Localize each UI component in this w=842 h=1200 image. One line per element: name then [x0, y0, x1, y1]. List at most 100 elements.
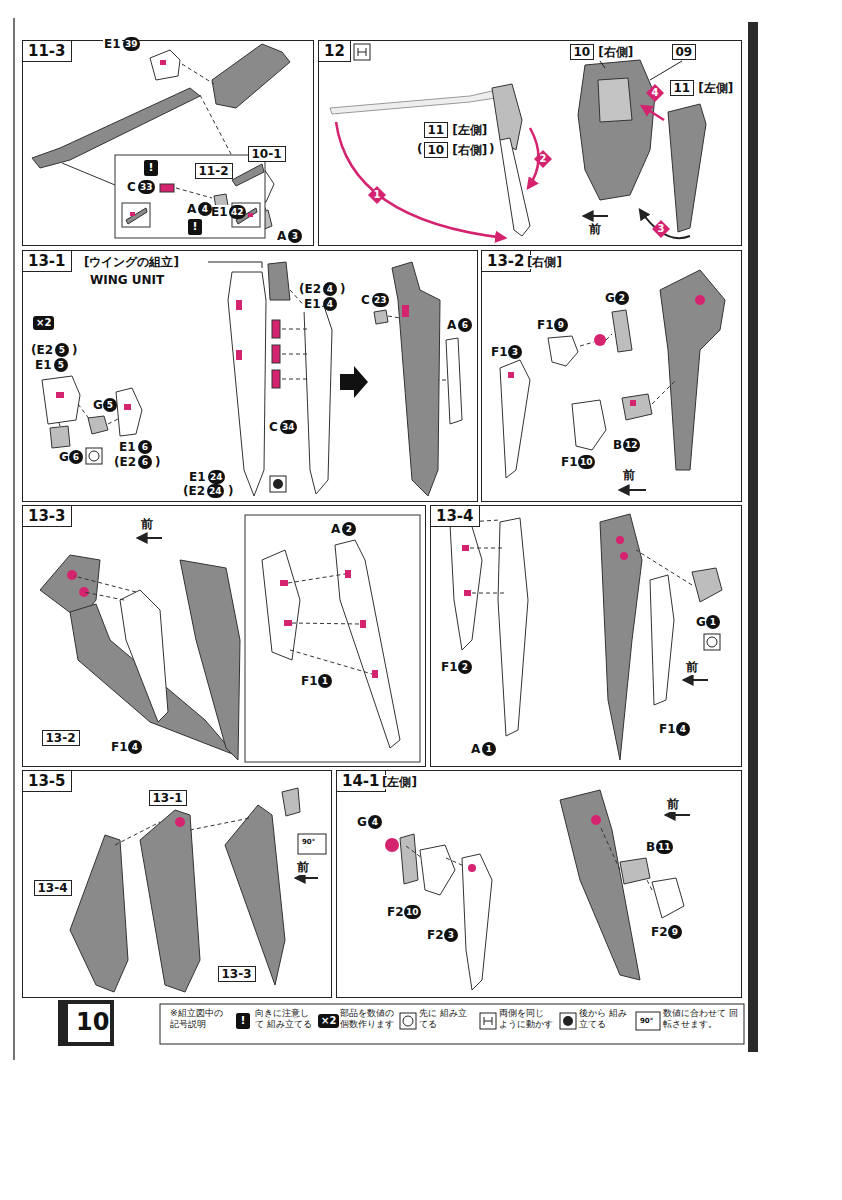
- legend-text: 先に 組み立てる: [419, 1008, 475, 1030]
- part-label: A: [470, 742, 481, 757]
- legend-text: 数値に合わせて 回転させます。: [663, 1008, 739, 1030]
- caution-icon: !: [236, 1013, 250, 1029]
- callout-number: 3: [444, 928, 458, 942]
- part-label: F1: [300, 674, 319, 689]
- callout-number: 5: [103, 398, 117, 412]
- callout-number: 9: [554, 318, 568, 332]
- subassembly-ref: 10-1: [248, 146, 286, 162]
- callout-number: 2: [615, 291, 629, 305]
- ref-number: 10: [570, 44, 595, 60]
- count-badge: ×2: [33, 316, 54, 330]
- part-label: ): [488, 142, 495, 157]
- callout-number: 34: [280, 420, 297, 434]
- step-panel: 14-1[左側]: [336, 770, 742, 998]
- subassembly-ref: 09: [672, 44, 697, 60]
- legend-heading: ※組立図中の 記号説明: [170, 1008, 232, 1030]
- step-panel: 13-5 13-1 13-4 13-3: [22, 770, 332, 998]
- icon-label: 90°: [640, 1017, 653, 1026]
- ref-number: 13-4: [34, 880, 72, 896]
- callout-number: 4: [323, 282, 337, 296]
- page-number: 10: [76, 1008, 109, 1036]
- ref-number: 13-3: [218, 966, 256, 982]
- step-panel: 13-3 13-2: [22, 505, 426, 767]
- part-label: B: [645, 840, 656, 855]
- part-label: F1: [110, 740, 129, 755]
- part-label: 前: [588, 222, 602, 237]
- step-number: 13-5: [22, 770, 72, 792]
- ref-number: 11: [424, 122, 449, 138]
- callout-number: 4: [198, 202, 212, 216]
- legend-text: 後から 組み立てる: [579, 1008, 633, 1030]
- step-heading: WING UNIT: [89, 273, 165, 287]
- subassembly-ref: 11[左側]: [424, 122, 489, 138]
- step-heading: [右側]: [526, 255, 563, 269]
- part-label: E1: [118, 440, 137, 455]
- part-label: F1: [490, 345, 509, 360]
- callout-number: 4: [128, 740, 142, 754]
- callout-number: 39: [123, 37, 140, 51]
- part-label: B: [612, 438, 623, 453]
- part-label: ): [339, 282, 346, 297]
- callout-number: 33: [138, 180, 155, 194]
- subassembly-ref: 13-3: [218, 966, 256, 982]
- part-label: C: [268, 420, 279, 435]
- caution-icon: !: [144, 160, 158, 176]
- callout-number: 6: [458, 318, 472, 332]
- step-heading: [左側]: [381, 775, 418, 789]
- callout-number: 9: [668, 925, 682, 939]
- step-panel: 13-2[右側]: [481, 250, 742, 502]
- caution-icon: !: [188, 219, 202, 235]
- step-number: 13-4: [430, 505, 480, 527]
- callout-number: 6: [69, 450, 83, 464]
- callout-number: 2: [342, 522, 356, 536]
- part-label: E1: [34, 358, 53, 373]
- step-number: 13-2: [481, 250, 531, 272]
- callout-number: 5: [54, 358, 68, 372]
- callout-number: 42: [229, 205, 246, 219]
- callout-number: 23: [372, 293, 389, 307]
- legend-text: 部品を数値の 個数作ります: [340, 1008, 396, 1030]
- subassembly-ref: 11-2: [195, 163, 233, 179]
- ref-number: 11: [670, 80, 695, 96]
- part-label: A: [446, 318, 457, 333]
- count-badge: ×2: [318, 1014, 339, 1028]
- side-label: [左側]: [697, 81, 734, 95]
- part-label: 前: [685, 660, 699, 675]
- callout-number: 4: [676, 722, 690, 736]
- step-number: 13-3: [22, 505, 72, 527]
- step-number: 11-3: [22, 40, 72, 62]
- callout-number: 2: [458, 660, 472, 674]
- part-label: A: [330, 522, 341, 537]
- step-panel: 13-4: [430, 505, 742, 767]
- part-label: ): [227, 484, 234, 499]
- part-label: E1: [188, 470, 207, 485]
- subassembly-ref: 13-4: [34, 880, 72, 896]
- step-panel: 11-3 10-1 11-2: [22, 40, 314, 246]
- step-panel: 13-1 [ウイングの組立] WING UNIT: [22, 250, 478, 502]
- ref-number: 13-2: [42, 730, 80, 746]
- part-label: E1: [103, 37, 122, 52]
- callout-number: 10: [578, 455, 595, 469]
- step-number: 13-1: [22, 250, 72, 272]
- part-label: G: [356, 815, 368, 830]
- part-label: F2: [650, 925, 669, 940]
- part-label: ): [154, 455, 161, 470]
- icon-label: 90°: [302, 838, 315, 847]
- callout-number: 3: [508, 345, 522, 359]
- part-label: (E2: [298, 282, 322, 297]
- part-label: (E2: [182, 484, 206, 499]
- step-heading: [ウイングの組立]: [83, 255, 180, 269]
- callout-number: 12: [623, 438, 640, 452]
- subassembly-ref: 11[左側]: [670, 80, 735, 96]
- part-label: 前: [666, 797, 680, 812]
- subassembly-ref: 13-2: [42, 730, 80, 746]
- part-label: F1: [440, 660, 459, 675]
- part-label: A: [276, 229, 287, 244]
- callout-number: 24: [208, 470, 225, 484]
- callout-number: 1: [482, 742, 496, 756]
- ref-number: 13-1: [149, 790, 187, 806]
- part-label: F1: [536, 318, 555, 333]
- subassembly-ref: 10[右側]: [424, 142, 489, 158]
- part-label: F2: [386, 905, 405, 920]
- part-label: C: [360, 293, 371, 308]
